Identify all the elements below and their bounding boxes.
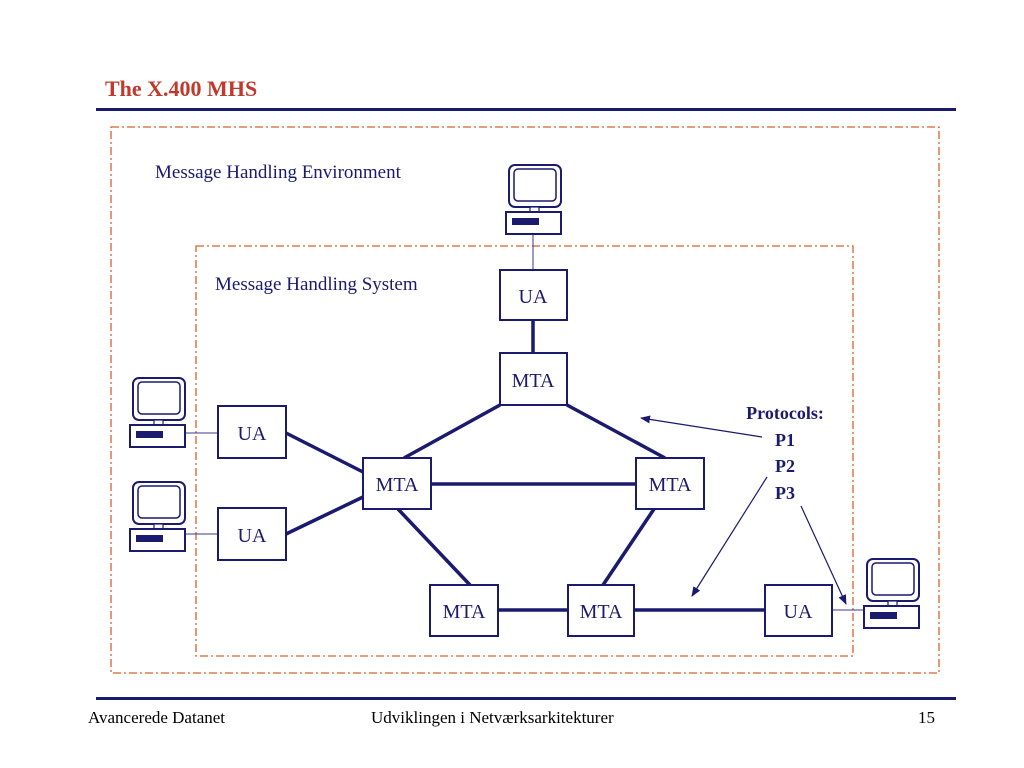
mta-bottom-left-box [429, 584, 499, 637]
mta-bottom-right-box [567, 584, 635, 637]
link-mta-right-mta-bottom-right [601, 508, 656, 586]
mhe-boundary [110, 126, 940, 674]
protocol-p1: P1 [775, 430, 795, 450]
computer-bottom-right-icon [863, 558, 920, 629]
mta-left-label: MTA [376, 474, 419, 496]
arrow-p2 [691, 476, 768, 597]
footer-center: Udviklingen i Netværksarkitekturer [371, 708, 614, 727]
ua-left2-label: UA [238, 525, 267, 547]
mta-right-label: MTA [649, 474, 692, 496]
bottom-rule [96, 697, 956, 700]
mta-left-box [362, 457, 432, 510]
computer-top-icon [505, 164, 562, 235]
computer-left1-icon [129, 377, 186, 448]
protocol-p3: P3 [775, 483, 795, 503]
protocols-heading: Protocols: [746, 403, 824, 423]
ua-left1-box [217, 405, 287, 459]
link-ua-left1-mta-left [285, 431, 364, 474]
mhs-label: Message Handling System [215, 274, 418, 295]
mta-bottom-left-label: MTA [443, 601, 486, 623]
ua-top-label: UA [519, 286, 548, 308]
arrow-p3 [800, 505, 847, 605]
computer-left2-icon [129, 481, 186, 552]
access-links [185, 233, 866, 611]
arrow-p1 [640, 415, 763, 438]
ua-left2-box [217, 507, 287, 561]
mta-bottom-right-label: MTA [580, 601, 623, 623]
footer-left: Avancerede Datanet [88, 708, 226, 727]
ua-top-box [499, 269, 568, 321]
link-mta-top-mta-right [566, 403, 666, 460]
page-number: 15 [918, 708, 935, 727]
link-ua-left2-mta-left [285, 495, 364, 536]
slide-title: The X.400 MHS [105, 76, 258, 101]
ua-left1-label: UA [238, 423, 267, 445]
mta-top-label: MTA [512, 370, 555, 392]
ua-bottom-box [764, 584, 833, 637]
ua-bottom-label: UA [784, 601, 813, 623]
mta-right-box [635, 457, 705, 510]
mhe-label: Message Handling Environment [155, 162, 402, 183]
mhs-boundary [195, 245, 854, 657]
mta-top-box [499, 352, 568, 406]
top-rule [96, 108, 956, 111]
link-mta-left-mta-bottom-left [396, 507, 472, 587]
network-links [285, 320, 765, 612]
link-mta-top-mta-left [403, 403, 501, 460]
protocol-p2: P2 [775, 456, 795, 476]
